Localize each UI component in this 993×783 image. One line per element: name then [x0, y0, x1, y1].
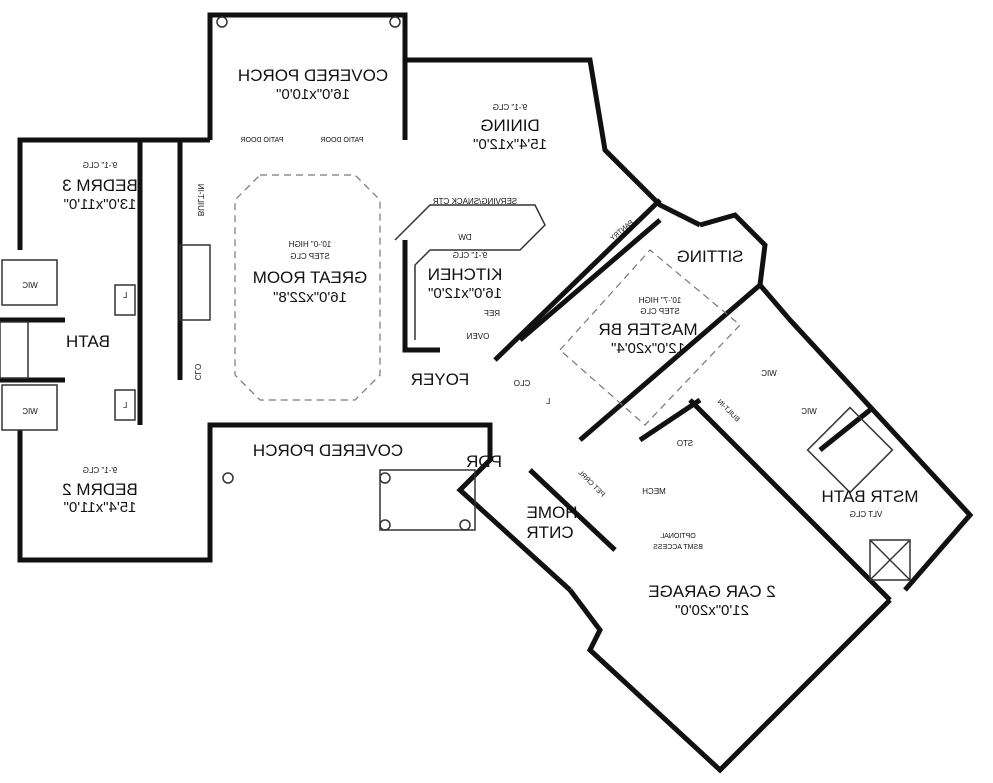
master-ceiling2: STEP CLG	[640, 307, 679, 316]
sto-label: STO	[677, 439, 693, 448]
bsmt-line1: OPTIONAL	[660, 533, 696, 540]
home-cntr-line1: HOME	[527, 503, 578, 522]
serving-counter: SERVING/SNACK CTR	[433, 197, 518, 206]
dishwasher: DW	[458, 233, 472, 242]
wic-upper-left: WIC	[22, 281, 38, 290]
interior-fixtures	[0, 16, 911, 581]
wic-master-1: WIC	[761, 369, 777, 378]
bedrm2-ceiling: 9'-1" CLG	[83, 466, 118, 475]
dining-label: DINING	[480, 116, 540, 135]
great-room-ceiling1: 10'-0" HIGH	[288, 240, 331, 249]
closet-left: CLO	[193, 364, 202, 380]
dining-ceiling: 9'-1" CLG	[493, 103, 528, 112]
patio-door-left: PATIO DOOR	[241, 137, 284, 144]
master-br-size: 12'0"x20'4"	[611, 340, 685, 357]
foyer-label: FOYER	[411, 370, 470, 389]
bedrm3-label: BEDRM 3	[62, 176, 138, 195]
pet-crrl-label: PET CRRL	[576, 469, 605, 498]
patio-door-right: PATIO DOOR	[321, 137, 364, 144]
ref-label: REF	[484, 309, 500, 318]
oven-label: OVEN	[466, 332, 489, 341]
bedrm2-size: 15'4"x11'0"	[64, 499, 137, 516]
kitchen-size: 16'0"x12'0"	[428, 285, 502, 302]
porch-top-label: COVERED PORCH	[238, 66, 388, 85]
built-in-right: BUILT-IN	[716, 398, 741, 423]
master-br-label: MASTER BR	[598, 320, 697, 339]
linen-foyer: L	[545, 397, 550, 406]
porch-bottom-label: COVERED PORCH	[253, 441, 403, 460]
bath-label: BATH	[66, 332, 110, 351]
closet-foyer: CLO	[514, 379, 530, 388]
sitting-label: SITTING	[676, 247, 743, 266]
bedrm3-size: 13'0"x11'0"	[64, 196, 137, 213]
kitchen-label: KITCHEN	[428, 265, 503, 284]
mech-label: MECH	[642, 487, 666, 496]
kitchen-ceiling: 9'-1" CLG	[453, 251, 488, 260]
great-room-label: GREAT ROOM	[253, 268, 368, 287]
master-ceiling1: 10'-7" HIGH	[638, 296, 681, 305]
mstr-bath-label: MSTR BATH	[822, 487, 919, 506]
garage-label: 2 CAR GARAGE	[648, 582, 776, 601]
linen-2: L	[122, 401, 127, 410]
linen-1: L	[122, 291, 127, 300]
ceiling-outlines	[234, 174, 741, 426]
great-room-size: 16'0"x22'8"	[273, 289, 347, 306]
labels: COVERED PORCH 16'0"x10'0" PATIO DOOR PAT…	[22, 66, 918, 619]
wic-master-2: WIC	[801, 407, 817, 416]
wic-lower-left: WIC	[22, 407, 38, 416]
mstr-bath-ceiling: VLT CLG	[850, 510, 883, 519]
built-in-left: BUILT-IN	[196, 184, 205, 217]
bedrm3-ceiling: 9'-1" CLG	[83, 161, 118, 170]
exterior-walls	[0, 12, 974, 774]
bsmt-line2: BSMT ACCESS	[653, 544, 703, 551]
bedrm2-label: BEDRM 2	[62, 480, 138, 499]
pdr-label: PDR	[466, 452, 502, 471]
garage-size: 21'0"x20'0"	[675, 602, 749, 619]
porch-top-size: 16'0"x10'0"	[276, 86, 350, 103]
dining-size: 15'4"x12'0"	[473, 136, 547, 153]
home-cntr-line2: CNTR	[526, 523, 573, 542]
great-room-ceiling2: STEP CLG	[290, 252, 329, 261]
